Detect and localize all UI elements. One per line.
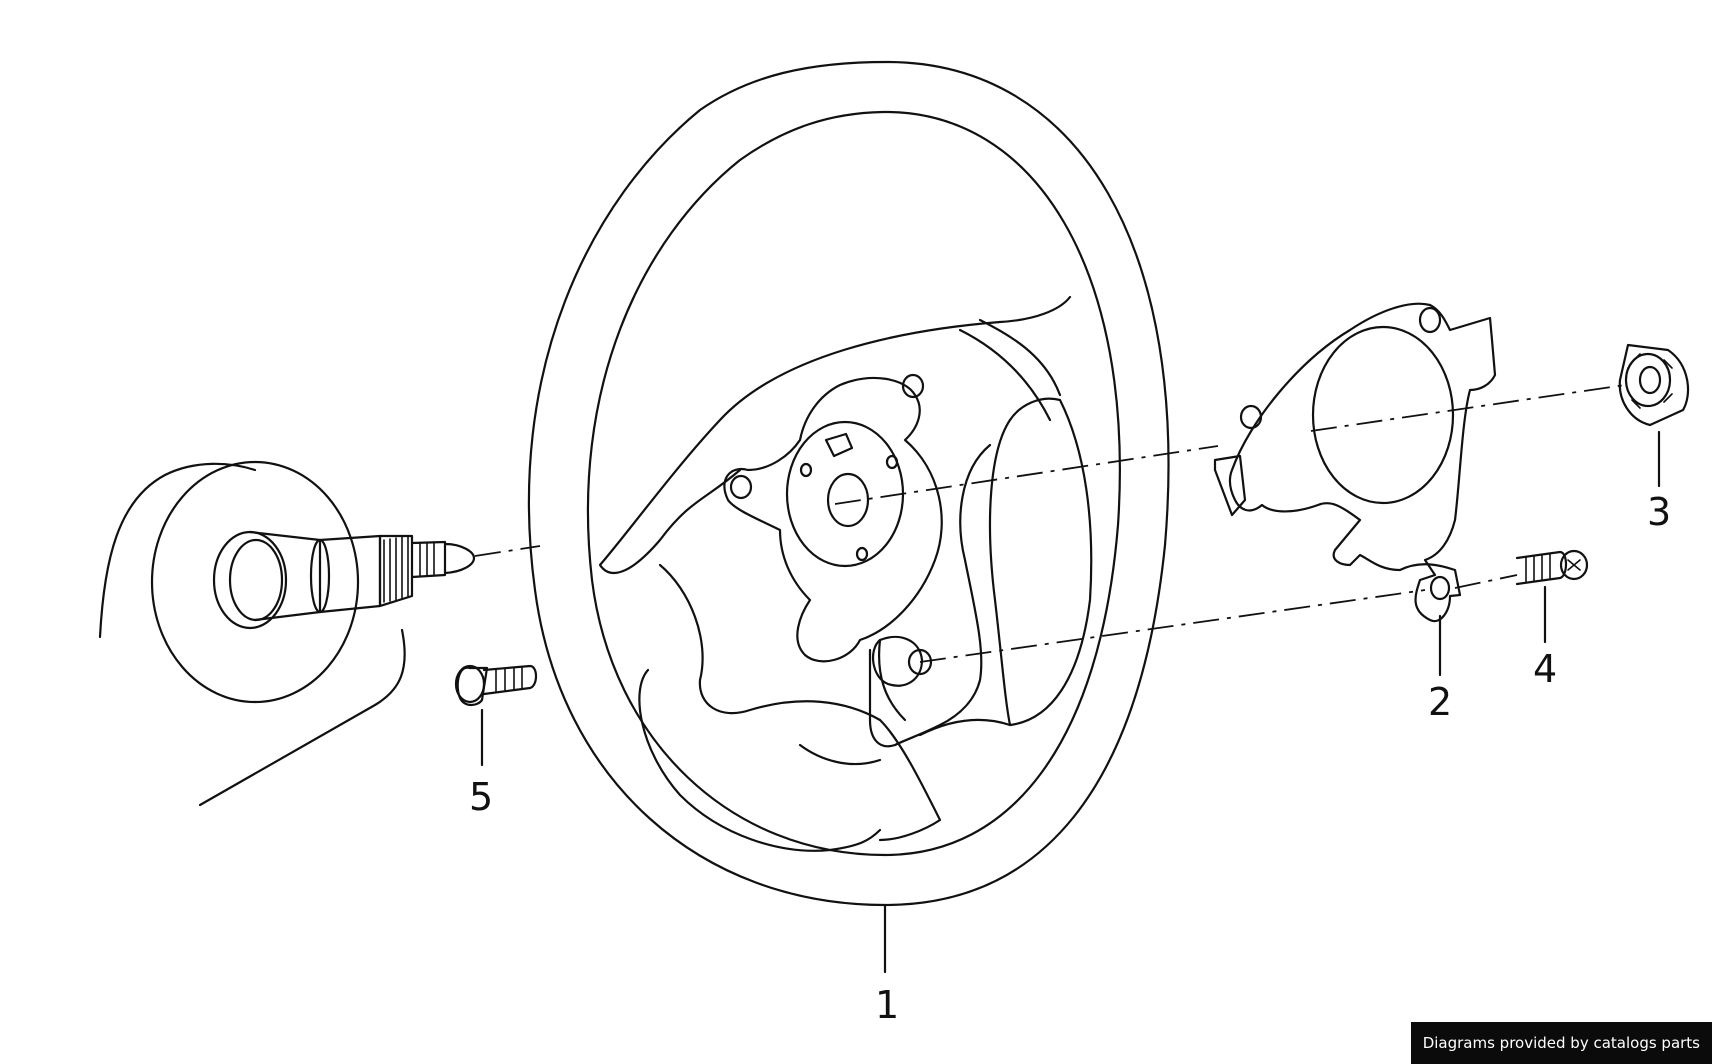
bolt-5 — [454, 664, 538, 707]
leader-lines — [480, 430, 1661, 974]
callout-1: 1 — [875, 983, 899, 1027]
steering-column — [98, 460, 476, 807]
diagram-credit-label: Diagrams provided by catalogs parts — [1410, 1022, 1712, 1064]
steering-wheel — [527, 60, 1170, 907]
callout-2: 2 — [1428, 680, 1452, 724]
callouts: 1 2 3 4 5 — [469, 490, 1671, 1027]
screw-4 — [1515, 549, 1589, 586]
bracket-2 — [1213, 302, 1497, 623]
callout-5: 5 — [469, 775, 493, 819]
callout-3: 3 — [1647, 490, 1671, 534]
callout-4: 4 — [1533, 647, 1557, 691]
nut-3 — [1618, 343, 1690, 427]
assembly-lines — [474, 384, 1626, 663]
